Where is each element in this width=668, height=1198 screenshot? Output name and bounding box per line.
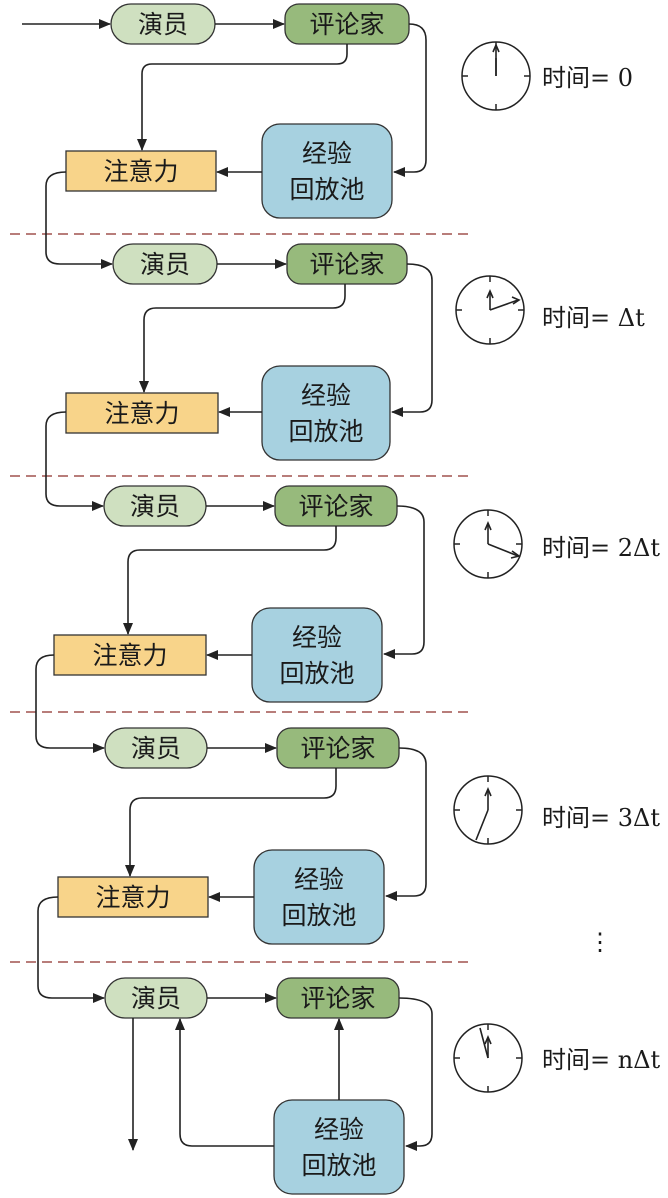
block-t2: 演员 评论家 注意力 经验 回放池 [35, 485, 425, 753]
actor-node: 演员 [103, 485, 207, 527]
critic-node: 评论家 [286, 243, 408, 285]
replay-buffer-node: 经验 回放池 [261, 365, 391, 461]
replay-label-line1: 经验 [301, 381, 351, 410]
time-label: 时间= 3Δt [542, 804, 660, 832]
ellipsis: ⋮ [588, 928, 612, 956]
actor-label: 演员 [130, 492, 180, 521]
attention-label: 注意力 [92, 641, 167, 670]
clock-icon [453, 509, 523, 579]
actor-label: 演员 [140, 250, 190, 279]
replay-label-line2: 回放池 [289, 175, 364, 204]
actor-node: 演员 [104, 727, 208, 769]
actor-label: 演员 [131, 734, 181, 763]
attention-label: 注意力 [103, 157, 178, 186]
replay-label-line2: 回放池 [279, 659, 354, 688]
replay-label-line1: 经验 [314, 1115, 364, 1144]
actor-node: 演员 [104, 977, 208, 1019]
attention-label: 注意力 [104, 399, 179, 428]
time-label: 时间= 0 [542, 64, 633, 92]
block-tn: 演员 评论家 经验 回放池 [104, 977, 433, 1195]
critic-label: 评论家 [300, 984, 375, 1013]
clock-icon [461, 41, 531, 111]
clock-icon [453, 1023, 523, 1093]
attention-node: 注意力 [53, 634, 207, 676]
block-t3: 演员 评论家 注意力 经验 回放池 [37, 727, 427, 1003]
block-t0: 演员 评论家 注意力 经验 回放池 [22, 3, 427, 269]
attention-label: 注意力 [95, 883, 170, 912]
critic-node: 评论家 [274, 485, 398, 527]
replay-buffer-node: 经验 回放池 [273, 1099, 405, 1195]
critic-node: 评论家 [284, 3, 410, 45]
block-t1: 演员 评论家 注意力 经验 回放池 [45, 243, 433, 511]
critic-node: 评论家 [276, 727, 400, 769]
critic-node: 评论家 [276, 977, 400, 1019]
time-label: 时间= 2Δt [542, 534, 660, 562]
replay-buffer-node: 经验 回放池 [251, 607, 383, 703]
clock-icon [453, 775, 523, 845]
replay-label-line1: 经验 [302, 139, 352, 168]
replay-label-line1: 经验 [294, 865, 344, 894]
time-label: 时间= nΔt [542, 1046, 661, 1074]
actor-label: 演员 [138, 10, 188, 39]
replay-label-line1: 经验 [292, 623, 342, 652]
critic-label: 评论家 [309, 10, 384, 39]
replay-label-line2: 回放池 [281, 901, 356, 930]
replay-label-line2: 回放池 [301, 1151, 376, 1180]
clock-icon [455, 275, 525, 345]
critic-label: 评论家 [298, 492, 373, 521]
critic-label: 评论家 [300, 734, 375, 763]
replay-buffer-node: 经验 回放池 [253, 849, 385, 945]
time-label: 时间= Δt [542, 304, 645, 332]
attention-node: 注意力 [57, 876, 209, 918]
actor-node: 演员 [112, 243, 218, 285]
actor-node: 演员 [110, 3, 216, 45]
actor-label: 演员 [131, 984, 181, 1013]
replay-label-line2: 回放池 [288, 417, 363, 446]
replay-buffer-node: 经验 回放池 [261, 123, 393, 219]
critic-label: 评论家 [309, 250, 384, 279]
attention-node: 注意力 [65, 150, 217, 192]
attention-node: 注意力 [65, 392, 219, 434]
